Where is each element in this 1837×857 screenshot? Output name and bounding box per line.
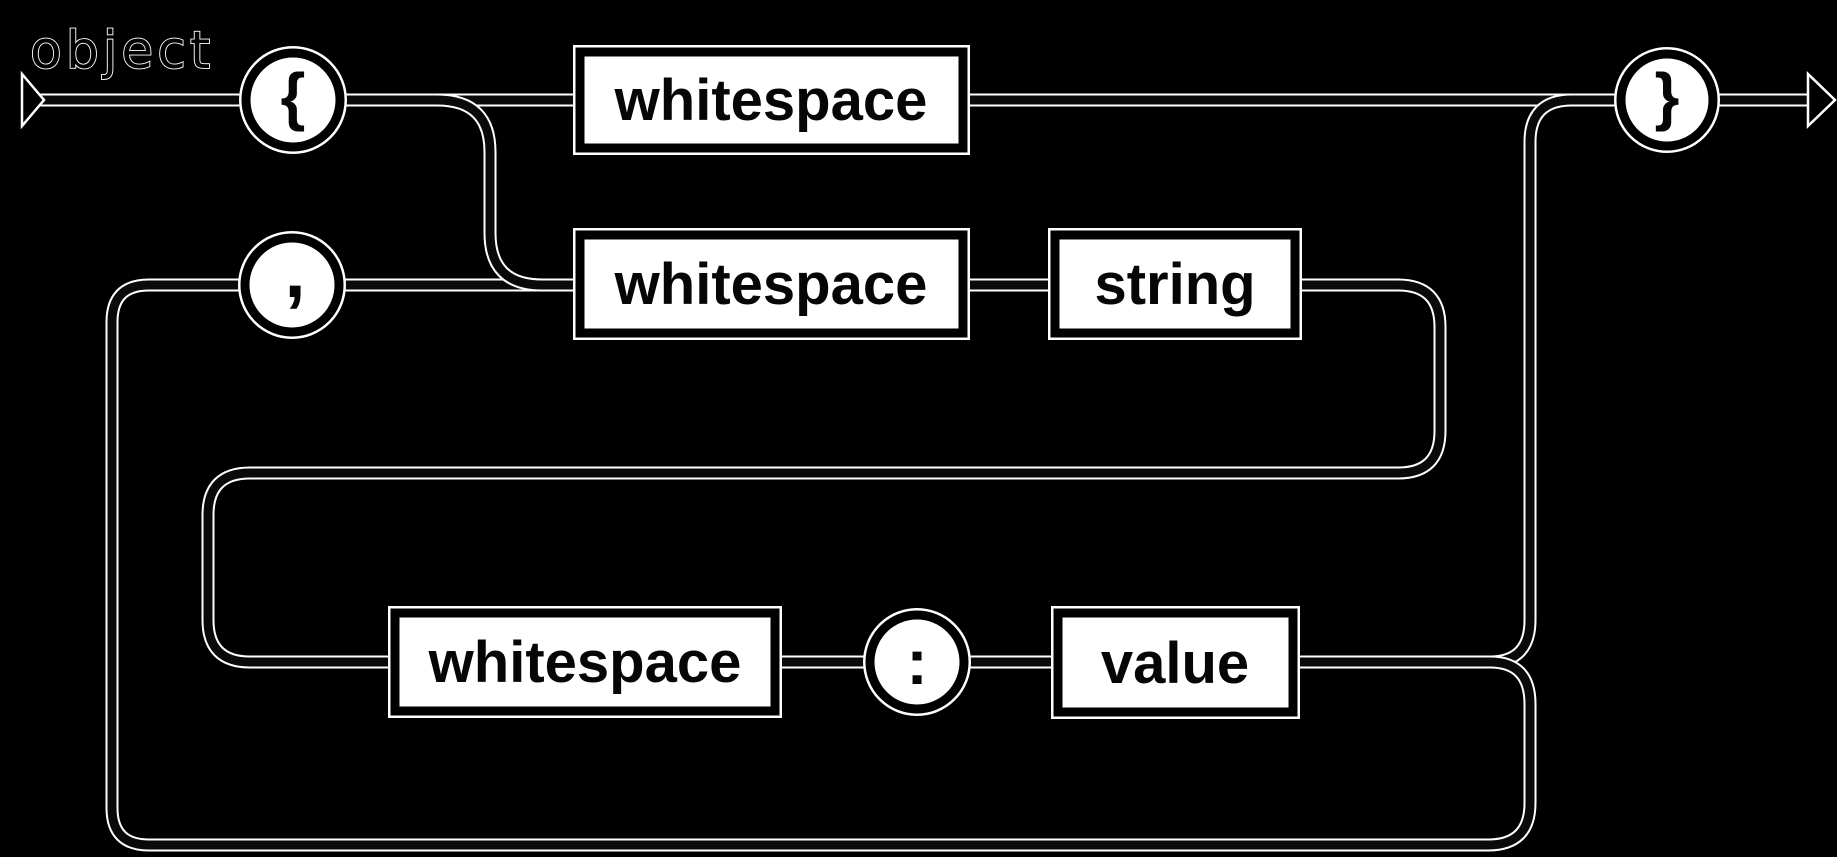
comma-glyph: , [284,229,305,314]
terminal-circle-comma: , [238,229,346,339]
nonterminal-box-whitespace-3: whitespace [388,606,782,718]
close-brace-glyph: } [1655,60,1680,132]
diagram-title: object [30,21,214,81]
terminal-circle-open-brace: { [239,46,347,154]
whitespace-3-label: whitespace [428,630,742,695]
terminal-circle-close-brace: } [1614,47,1720,153]
start-arrow-icon [20,70,46,130]
open-brace-glyph: { [281,60,306,132]
end-arrow-icon [1806,71,1837,129]
colon-glyph: : [906,626,927,698]
nonterminal-box-value: value [1051,606,1300,719]
nonterminal-box-whitespace-1: whitespace [573,45,970,155]
whitespace-1-label: whitespace [614,68,928,133]
nonterminal-box-whitespace-2: whitespace [573,228,970,340]
nonterminal-box-string: string [1048,228,1302,340]
string-label: string [1094,252,1255,317]
whitespace-2-label: whitespace [614,252,928,317]
value-label: value [1101,631,1249,696]
terminal-circle-colon: : [863,608,971,716]
